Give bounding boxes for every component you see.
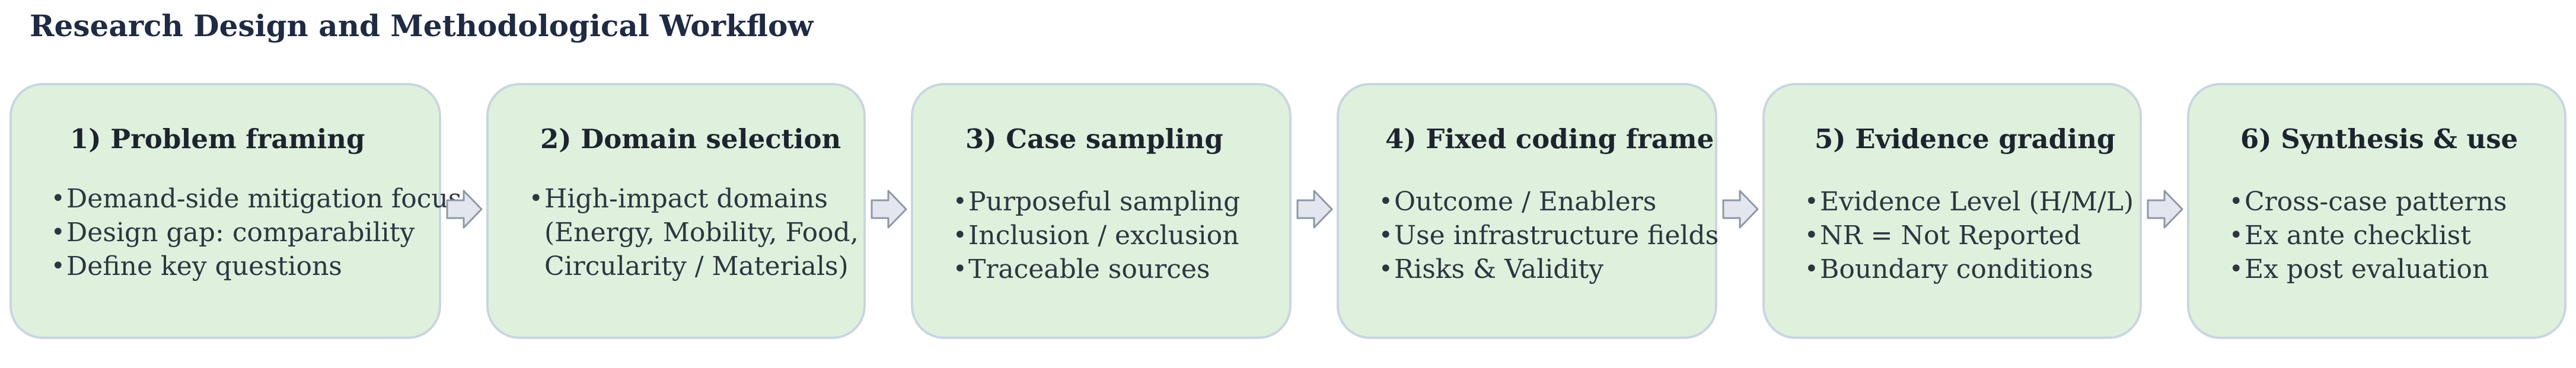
- step-bullet: •Demand-side mitigation focus: [51, 182, 461, 216]
- step-box-fixed-coding-frame: 4) Fixed coding frame •Outcome / Enabler…: [1337, 83, 1719, 339]
- step-bullet-list: •Outcome / Enablers •Use infrastructure …: [1379, 185, 1719, 286]
- bullet-dot-icon: •: [2229, 188, 2243, 215]
- step-bullet-list: •Cross-case patterns •Ex ante checklist …: [2229, 185, 2507, 286]
- step-box-synthesis-and-use: 6) Synthesis & use •Cross-case patterns …: [2187, 83, 2567, 339]
- step-bullet: •Purposeful sampling: [953, 185, 1240, 219]
- flow-arrow-icon: [2147, 190, 2183, 229]
- step-box-problem-framing: 1) Problem framing •Demand-side mitigati…: [9, 83, 461, 339]
- bullet-dot-icon: •: [1379, 222, 1393, 249]
- step-bullet-list: •Purposeful sampling •Inclusion / exclus…: [953, 185, 1240, 286]
- step-bullet: •NR = Not Reported: [1805, 219, 2134, 252]
- step-bullet: •Risks & Validity: [1379, 252, 1719, 286]
- bullet-dot-icon: •: [1805, 255, 1819, 283]
- flow-arrow-icon: [871, 190, 907, 229]
- step-bullet: •High-impact domains: [529, 182, 859, 216]
- step-bullet: (Energy, Mobility, Food,: [544, 217, 859, 248]
- step-bullet: •Evidence Level (H/M/L): [1805, 185, 2134, 219]
- flow-arrow-icon: [446, 190, 483, 229]
- bullet-dot-icon: •: [953, 255, 967, 283]
- bullet-dot-icon: •: [1379, 255, 1393, 283]
- step-bullet: •Use infrastructure fields: [1379, 219, 1719, 252]
- step-box-domain-selection: 2) Domain selection •High-impact domains…: [486, 83, 866, 339]
- step-bullet: •Inclusion / exclusion: [953, 219, 1240, 252]
- step-box-case-sampling: 3) Case sampling •Purposeful sampling •I…: [911, 83, 1292, 339]
- step-bullet-list: •High-impact domains (Energy, Mobility, …: [529, 182, 859, 283]
- step-title: 2) Domain selection: [540, 123, 841, 155]
- bullet-dot-icon: •: [1805, 188, 1819, 215]
- step-bullet: •Design gap: comparability: [51, 216, 461, 249]
- step-title: 3) Case sampling: [965, 123, 1223, 155]
- step-bullet: •Ex ante checklist: [2229, 219, 2507, 252]
- step-title: 1) Problem framing: [70, 123, 365, 155]
- step-bullet: •Ex post evaluation: [2229, 252, 2507, 286]
- step-bullet: •Traceable sources: [953, 252, 1240, 286]
- bullet-dot-icon: •: [953, 222, 967, 249]
- bullet-dot-icon: •: [1805, 222, 1819, 249]
- bullet-dot-icon: •: [2229, 222, 2243, 249]
- step-title: 4) Fixed coding frame: [1385, 123, 1714, 155]
- step-bullet: •Cross-case patterns: [2229, 185, 2507, 219]
- bullet-dot-icon: •: [51, 185, 65, 212]
- step-title: 6) Synthesis & use: [2240, 123, 2518, 155]
- step-box-evidence-grading: 5) Evidence grading •Evidence Level (H/M…: [1762, 83, 2142, 339]
- step-bullet: Circularity / Materials): [544, 251, 849, 281]
- bullet-dot-icon: •: [51, 219, 65, 246]
- diagram-title: Research Design and Methodological Workf…: [30, 8, 814, 43]
- step-bullet: •Define key questions: [51, 249, 461, 283]
- step-bullet: •Boundary conditions: [1805, 252, 2134, 286]
- step-title: 5) Evidence grading: [1815, 123, 2116, 155]
- flow-arrow-icon: [1722, 190, 1759, 229]
- bullet-dot-icon: •: [2229, 255, 2243, 283]
- step-bullet-list: •Demand-side mitigation focus •Design ga…: [51, 182, 461, 283]
- bullet-dot-icon: •: [1379, 188, 1393, 215]
- flow-arrow-icon: [1296, 190, 1333, 229]
- step-bullet-list: •Evidence Level (H/M/L) •NR = Not Report…: [1805, 185, 2134, 286]
- bullet-dot-icon: •: [529, 185, 543, 212]
- bullet-dot-icon: •: [953, 188, 967, 215]
- step-bullet: •Outcome / Enablers: [1379, 185, 1719, 219]
- bullet-dot-icon: •: [51, 252, 65, 280]
